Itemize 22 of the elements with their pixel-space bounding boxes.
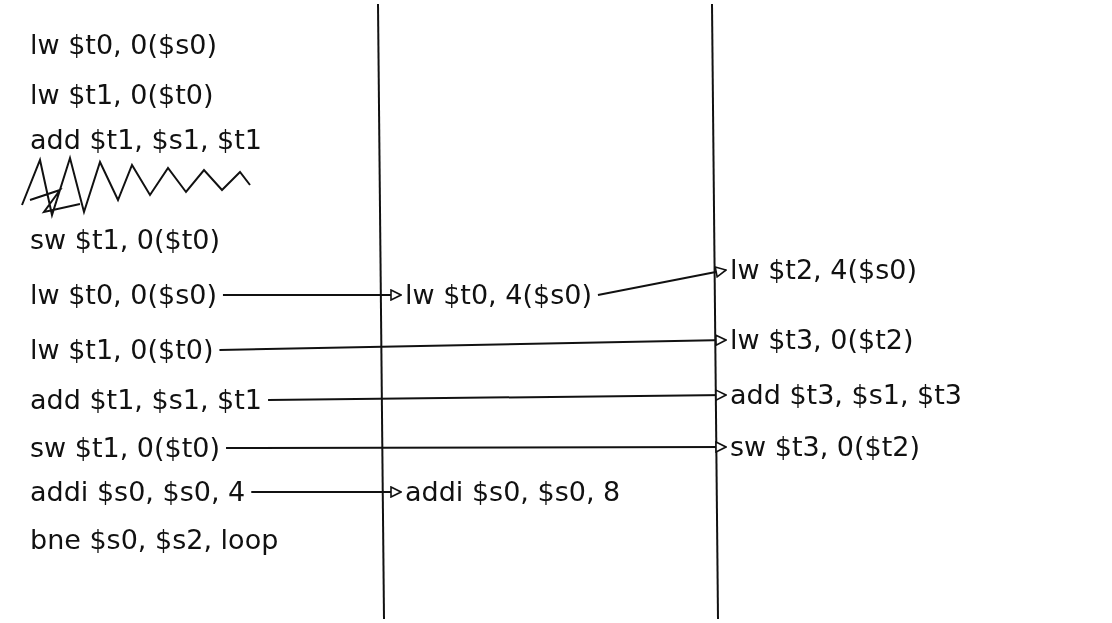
instruction-text: lw $t2, 4($s0) [730, 253, 917, 287]
instruction-text: lw $t0, 0($s0) [30, 278, 217, 312]
arrow [267, 389, 727, 401]
instruction-text: addi $s0, $s0, 8 [405, 475, 621, 509]
instruction-text: add $t3, $s1, $t3 [730, 378, 963, 412]
instruction-text: add $t1, $s1, $t1 [30, 383, 263, 417]
arrow [225, 441, 727, 453]
instruction-text: lw $t1, 0($t0) [30, 333, 214, 367]
arrow [218, 334, 727, 351]
instruction-text: sw $t1, 0($t0) [30, 223, 221, 257]
instruction-text: addi $s0, $s0, 4 [30, 475, 246, 509]
instruction-text: sw $t1, 0($t0) [30, 431, 221, 465]
instruction-text: bne $s0, $s2, loop [30, 523, 279, 557]
instruction-text: lw $t0, 0($s0) [30, 28, 217, 62]
arrow [250, 486, 402, 498]
instruction-text: add $t1, $s1, $t1 [30, 123, 263, 157]
instruction-text: lw $t0, 4($s0) [405, 278, 592, 312]
arrow [596, 266, 727, 296]
instruction-text: sw $t3, 0($t2) [730, 430, 921, 464]
arrow [221, 289, 402, 301]
instruction-text: lw $t1, 0($t0) [30, 78, 214, 112]
instruction-text: lw $t3, 0($t2) [730, 323, 914, 357]
